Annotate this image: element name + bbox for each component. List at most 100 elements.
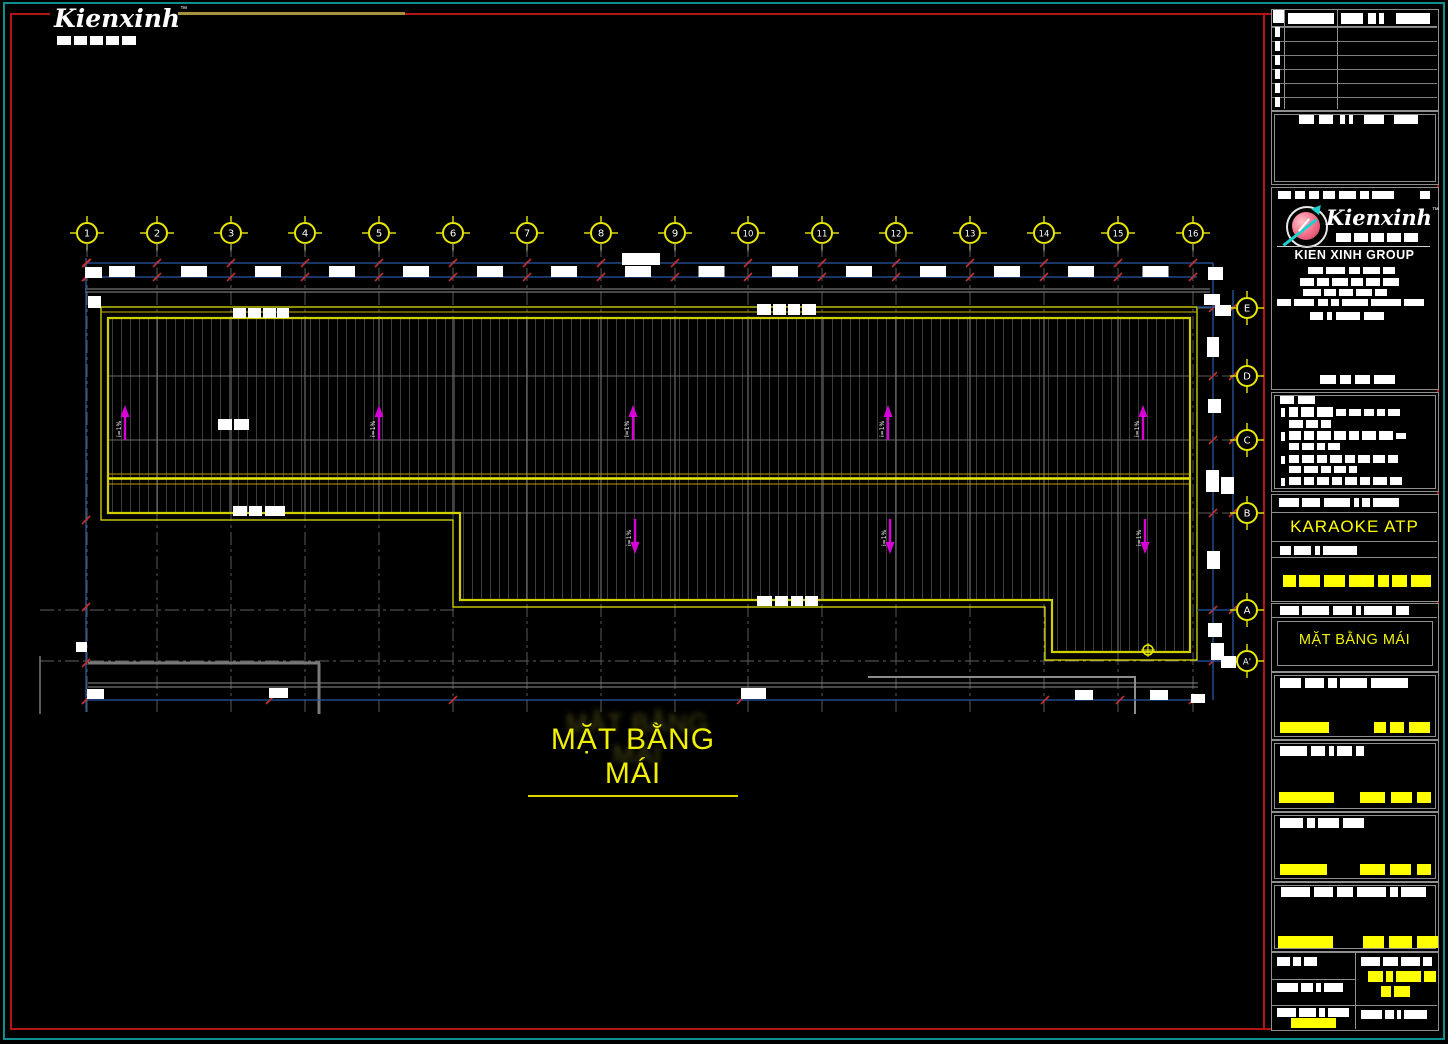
svg-text:14: 14 [1039,230,1050,240]
label-text-block [1330,455,1342,463]
label-text-block [1275,69,1280,79]
label-text-block [1319,115,1333,124]
label-text-block [1383,957,1398,966]
label-text-block [1396,606,1409,615]
label-text-block [1404,299,1424,306]
label-text-block [1343,818,1364,828]
dimension-text [698,266,725,277]
label-text-block [1321,420,1331,428]
label-text-block [1302,606,1329,615]
label-text-block [1388,409,1400,416]
label-text-block [1294,299,1314,306]
revision-table-col-divider-2 [1337,9,1338,109]
project-name: KARAOKE ATP [1290,517,1419,536]
svg-text:13: 13 [965,230,976,240]
label-text-block [1342,299,1368,306]
svg-text:i=1%: i=1% [626,529,633,546]
dimension-text [772,266,798,277]
label-text-block [1354,498,1359,507]
label-text-block [1277,983,1298,992]
label-text-block [1371,678,1408,688]
label-text-block [1278,191,1291,199]
label-text-block [1279,498,1299,507]
label-text-block [1401,957,1420,966]
svg-text:D: D [1243,372,1251,383]
dimension-text [329,266,355,277]
label-text-block [1336,312,1360,320]
svg-text:C: C [1244,436,1251,447]
value-text-block [1291,1018,1336,1028]
label-text-block [1304,466,1318,473]
outer-teal-border [3,2,1445,1040]
label-text-block [1356,606,1361,615]
label-text-block [1324,983,1343,992]
slope-arrows: i=1%i=1%i=1%i=1%i=1%i=1%i=1%i=1% [116,405,1150,554]
label-text-block [1275,27,1280,37]
label-text-block [1323,546,1357,555]
label-text-block [1301,407,1314,417]
label-text-block [1310,312,1323,320]
label-text-block [1358,455,1370,463]
value-text-block [1363,936,1384,948]
label-text-block [1295,191,1305,199]
value-text-block [1280,722,1329,733]
label-text-block [1300,278,1314,286]
slope-arrow-up: i=1% [624,405,638,440]
grid-bubble: 11 [805,216,839,250]
value-text-block [1360,792,1385,803]
label-text-block [1293,957,1301,966]
label-text-block [1317,443,1325,450]
svg-text:i=1%: i=1% [116,420,123,437]
label-text-block [1396,433,1406,439]
label-text-block [1299,1008,1316,1017]
svg-text:16: 16 [1188,230,1199,240]
label-text-block [106,36,119,45]
label-text-block [1340,115,1345,124]
info-grid-h-divider-2 [1271,1005,1437,1006]
dimension-lines [81,258,1240,712]
label-text-block [1275,55,1280,65]
slope-arrow-up: i=1% [879,405,893,440]
dimension-text [551,266,577,277]
project-header-divider [1271,512,1437,513]
label-text-block [1375,289,1387,296]
value-text-block [1389,936,1412,948]
value-text-block [1280,864,1327,875]
label-text-block [1304,431,1314,440]
label-text-block [1390,477,1402,485]
dimension-text [994,266,1020,277]
notes-panel [1271,392,1439,492]
label-text-block [90,36,103,45]
label-text-block [1277,299,1291,306]
label-text-block [1273,10,1284,23]
label-text-block [1324,289,1336,296]
label-text-block [1334,466,1346,473]
label-text-block [1373,498,1399,507]
label-text-block [1304,477,1314,485]
label-text-block [1302,455,1314,463]
label-text-block [1339,191,1356,199]
label-text-block [1289,466,1301,473]
label-text-block [1275,41,1280,51]
grid-bubble: 9 [658,216,692,250]
label-text-block [1372,191,1394,199]
value-text-block [1278,936,1333,948]
svg-text:A: A [1244,606,1251,617]
label-text-block [1356,289,1372,296]
label-text-block [1324,498,1350,507]
dimension-text [403,266,429,277]
value-text-block [1417,936,1438,948]
value-text-block [1378,575,1389,587]
label-text-block [1320,375,1336,384]
label-text-block [57,36,71,45]
svg-text:i=1%: i=1% [1134,420,1141,437]
label-text-block [1302,443,1314,450]
svg-text:5: 5 [376,229,382,240]
svg-text:9: 9 [672,229,678,240]
label-text-block [1317,431,1331,440]
label-text-block [1355,375,1370,384]
label-text-block [1404,1010,1427,1019]
info-grid-v-divider [1355,952,1356,1029]
label-text-block [1383,267,1395,274]
